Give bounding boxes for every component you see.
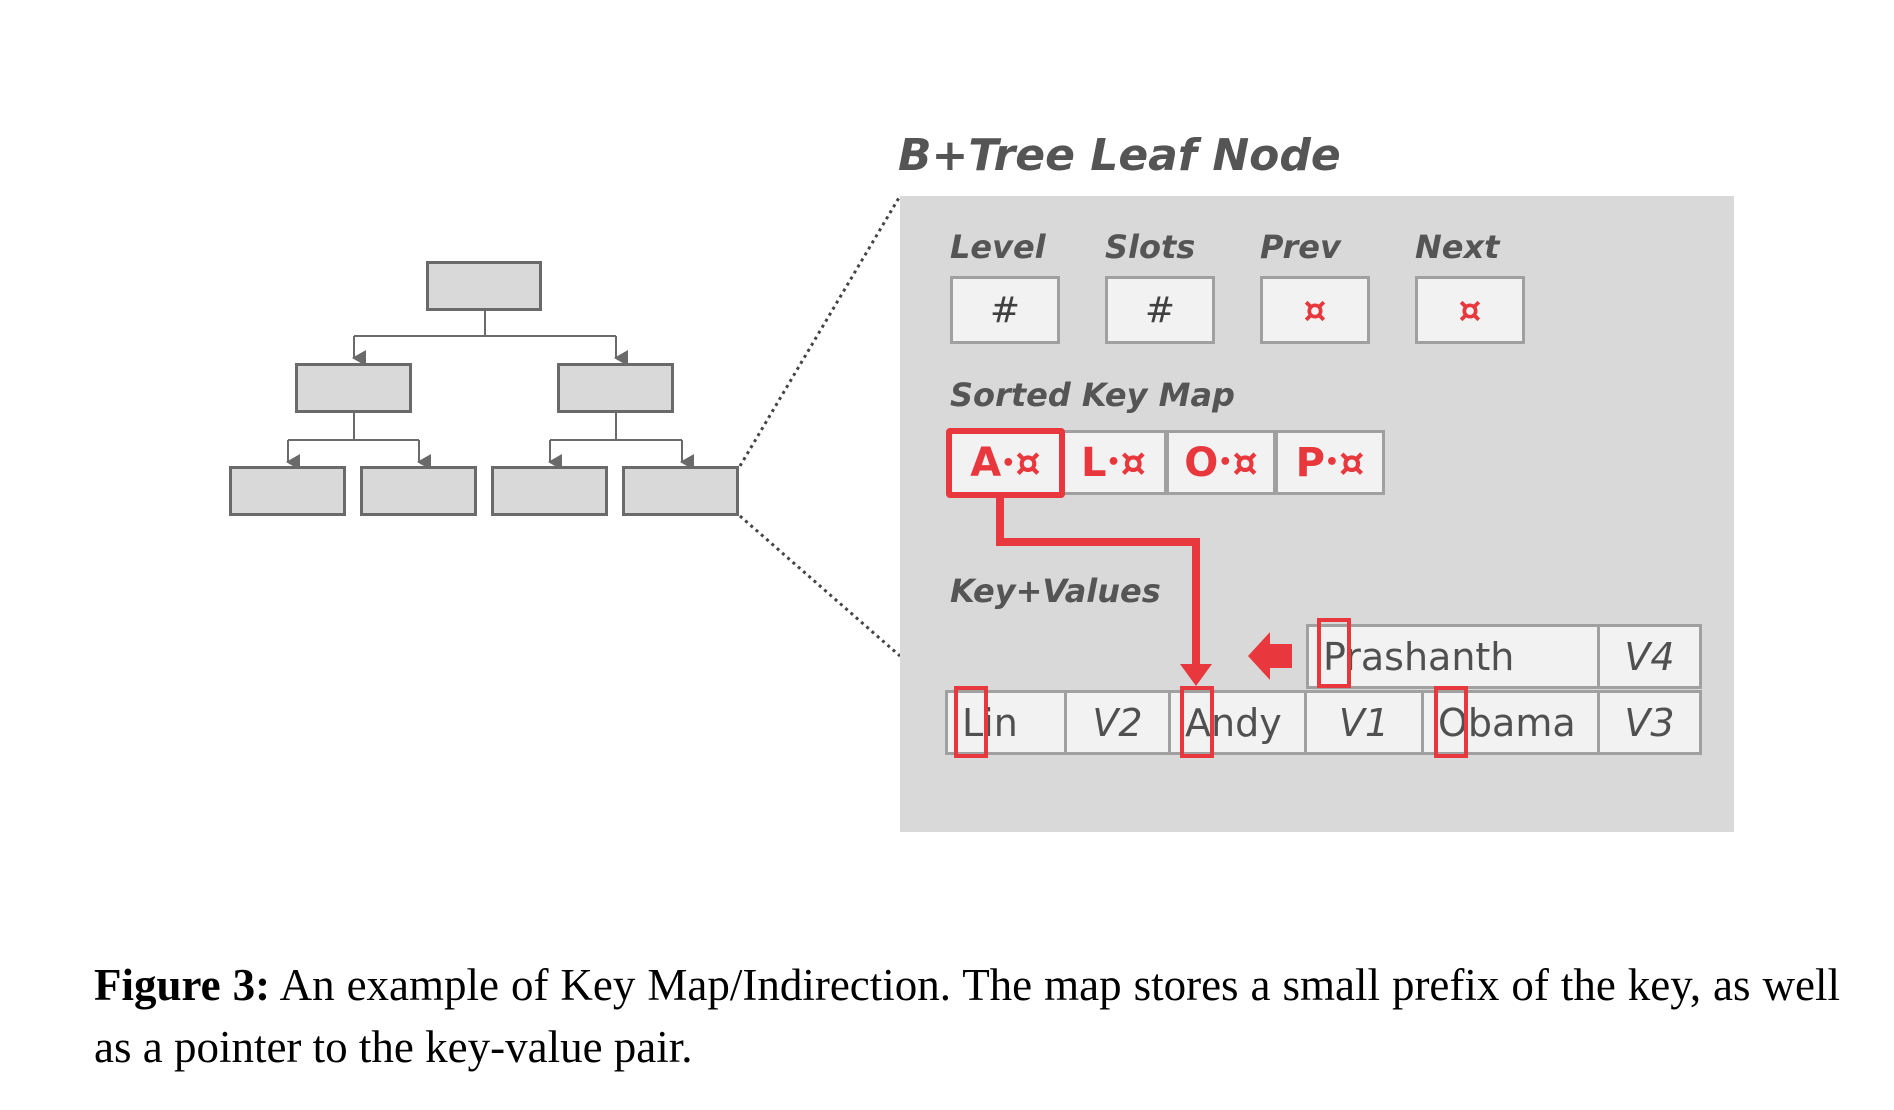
key-map-pointer-arrowhead: [1180, 664, 1212, 686]
key-sep: •: [1106, 450, 1121, 475]
prefix-highlight-obama: [1434, 686, 1468, 758]
tree-inner-node-left: [295, 363, 412, 413]
pair-value-v3: V3: [1597, 690, 1702, 755]
header-box-slots: #: [1105, 276, 1215, 344]
key-values-label: Key+Values: [950, 572, 1161, 610]
header-label-prev: Prev: [1260, 228, 1341, 266]
tree-root-node: [426, 261, 542, 311]
key-sep: •: [1324, 450, 1339, 475]
key-prefix: L: [1080, 439, 1107, 486]
tree-leaf-node-2: [360, 466, 477, 516]
prefix-highlight-andy: [1180, 686, 1214, 758]
header-label-next: Next: [1415, 228, 1500, 266]
key-map-entry-a: L•¤: [1060, 430, 1167, 495]
tree-leaf-node-4-zoomed: [622, 466, 739, 516]
prefix-highlight-prashanth: [1317, 618, 1351, 688]
header-box-level: #: [950, 276, 1060, 344]
insert-arrow-icon: [1248, 632, 1292, 680]
tree-leaf-node-1: [229, 466, 346, 516]
pair-value-v1: V1: [1304, 690, 1424, 755]
key-prefix: O: [1184, 439, 1219, 486]
key-prefix: P: [1295, 439, 1325, 486]
leaf-node-title: B+Tree Leaf Node: [898, 130, 1341, 181]
header-label-slots: Slots: [1105, 228, 1196, 266]
pointer-icon: ¤: [1338, 439, 1365, 486]
key-sep: •: [1218, 450, 1233, 475]
new-pair-key-cell: Prashanth: [1306, 624, 1600, 689]
key-map-entry-a-highlighted: A•¤: [946, 428, 1065, 498]
header-box-prev-pointer: ¤: [1260, 276, 1370, 344]
key-map-entry-p: P•¤: [1275, 430, 1385, 495]
pointer-icon: ¤: [1015, 440, 1041, 486]
pointer-icon: ¤: [1120, 439, 1146, 486]
caption-text: An example of Key Map/Indirection. The m…: [94, 960, 1840, 1072]
key-map-pointer-arrow: [996, 498, 1200, 668]
sorted-key-map-label: Sorted Key Map: [950, 376, 1235, 414]
header-label-level: Level: [950, 228, 1046, 266]
key-sep: •: [1001, 450, 1016, 476]
tree-inner-node-right: [557, 363, 674, 413]
figure-caption: Figure 3: An example of Key Map/Indirect…: [94, 954, 1840, 1078]
key-map-entry-o: O•¤: [1166, 430, 1276, 495]
key-prefix: A: [970, 440, 1002, 486]
header-box-next-pointer: ¤: [1415, 276, 1525, 344]
tree-leaf-node-3: [491, 466, 608, 516]
new-pair-value-cell: V4: [1597, 624, 1702, 689]
pointer-icon: ¤: [1232, 439, 1258, 486]
pair-key-obama: Obama: [1421, 690, 1600, 755]
caption-label: Figure 3:: [94, 960, 271, 1010]
prefix-highlight-lin: [954, 686, 988, 758]
